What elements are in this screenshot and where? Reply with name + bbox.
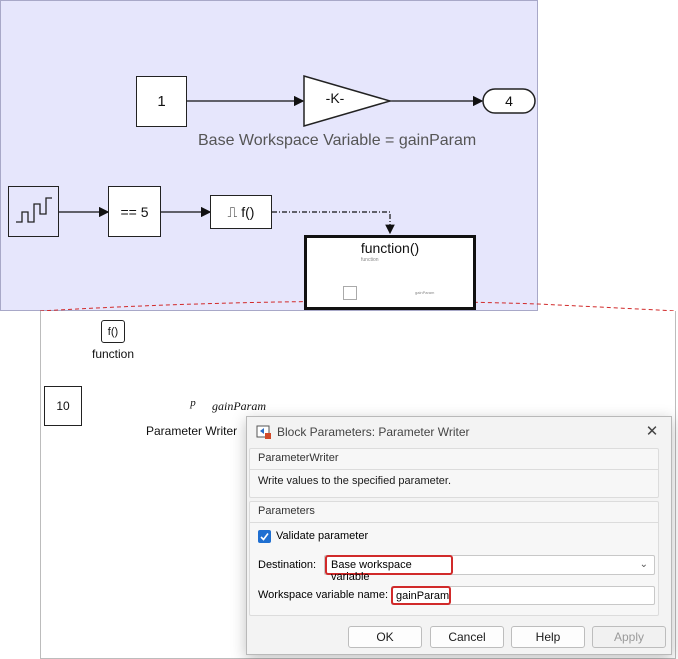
trigger-port-caption: function xyxy=(91,347,135,361)
validate-label: Validate parameter xyxy=(276,530,369,542)
section-divider xyxy=(250,522,658,523)
workspace-var-label: Workspace variable name: xyxy=(258,589,389,601)
parameter-writer-param-name: gainParam xyxy=(212,399,266,413)
block-type-label: ParameterWriter xyxy=(258,452,339,464)
outport-block-shape xyxy=(482,88,536,114)
constant-block-1[interactable]: 1 xyxy=(136,76,187,127)
cancel-button[interactable]: Cancel xyxy=(430,626,504,648)
trigger-port-label: f() xyxy=(107,325,119,338)
staircase-icon xyxy=(16,197,52,223)
apply-button[interactable]: Apply xyxy=(592,626,666,648)
mini-writer-label: gainParam xyxy=(415,290,435,295)
constant-block-value: 1 xyxy=(157,93,166,110)
simulink-block-icon xyxy=(256,425,271,439)
parameter-writer-caption: Parameter Writer xyxy=(146,424,238,438)
function-call-generator-block[interactable]: ⎍ f() xyxy=(210,195,272,229)
checkmark-icon xyxy=(260,533,269,541)
fcn-gen-label: ⎍ f() xyxy=(227,203,255,220)
section-divider xyxy=(250,469,658,470)
trigger-port-block[interactable]: f() xyxy=(101,320,125,343)
staircase-source-block[interactable] xyxy=(8,186,59,237)
function-call-line xyxy=(272,211,395,235)
parameter-writer-symbol: p xyxy=(190,397,196,409)
subsystem-subtitle: function xyxy=(361,257,379,263)
workspace-var-value: gainParam xyxy=(391,586,451,605)
gain-annotation: Base Workspace Variable = gainParam xyxy=(198,132,477,149)
outport-block-label[interactable]: 4 xyxy=(505,93,513,109)
constant-block-10[interactable]: 10 xyxy=(44,386,82,426)
gain-block-shape xyxy=(303,75,393,127)
destination-label: Destination: xyxy=(258,559,317,571)
ok-button[interactable]: OK xyxy=(348,626,422,648)
mini-constant-block xyxy=(343,286,357,300)
parameter-writer-block[interactable] xyxy=(176,390,210,422)
chevron-down-icon: ⌄ xyxy=(639,559,648,570)
block-description: Write values to the specified parameter. xyxy=(258,475,452,487)
dialog-title: Block Parameters: Parameter Writer xyxy=(277,425,470,439)
compare-block-label: == 5 xyxy=(120,203,149,220)
compare-to-constant-block[interactable]: == 5 xyxy=(108,186,161,237)
function-subsystem-block[interactable]: function() function gainParam xyxy=(304,235,476,310)
help-button[interactable]: Help xyxy=(511,626,585,648)
constant-10-value: 10 xyxy=(56,399,70,413)
validate-checkbox[interactable] xyxy=(258,530,271,543)
subsystem-title: function() xyxy=(360,240,420,256)
destination-value: Base workspace variable xyxy=(325,555,453,583)
close-icon[interactable]: ✕ xyxy=(645,423,659,440)
parameters-header: Parameters xyxy=(258,505,315,517)
destination-select[interactable]: ⌄ xyxy=(324,555,655,575)
gain-block-label[interactable]: -K- xyxy=(325,90,345,106)
dialog-title-bar: Block Parameters: Parameter Writer xyxy=(247,417,671,447)
block-description-section: ParameterWriter Write values to the spec… xyxy=(249,448,659,498)
